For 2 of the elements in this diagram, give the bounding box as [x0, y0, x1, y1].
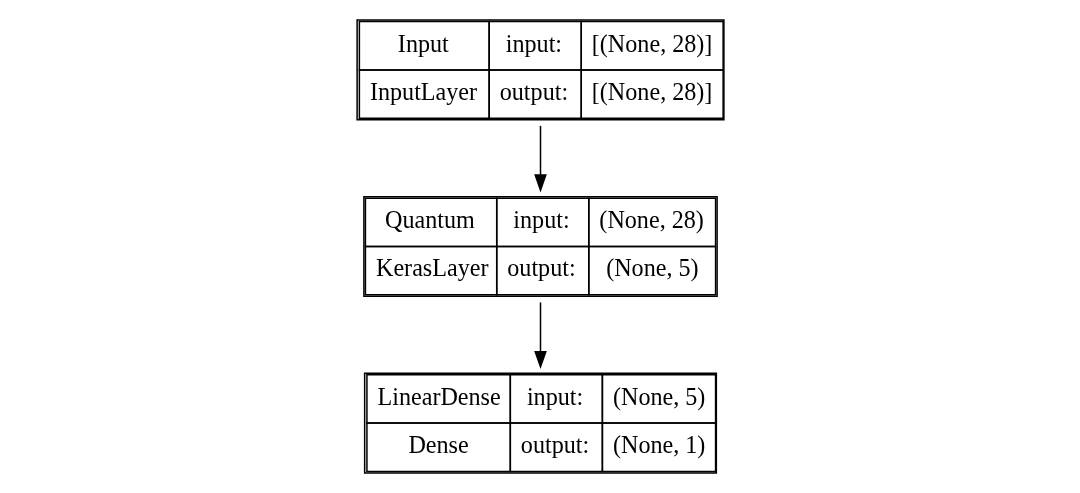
arrow: [533, 125, 547, 193]
arrow: [533, 301, 547, 370]
